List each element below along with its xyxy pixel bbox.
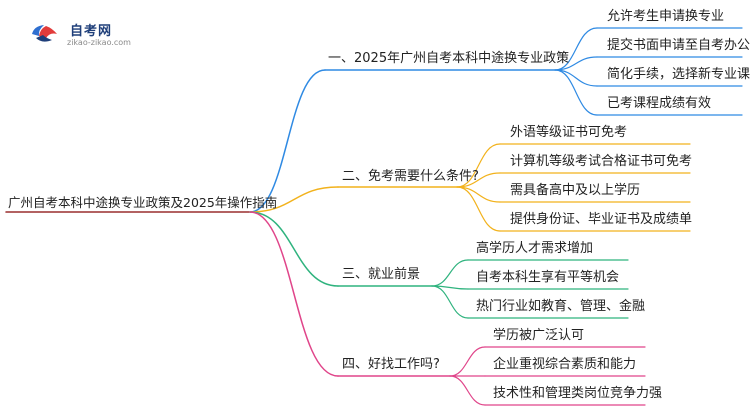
leaf-connector-3-3 [431, 285, 469, 319]
leaf-connector-4-3 [449, 375, 486, 406]
leaf-connector-1-2 [554, 56, 598, 71]
leaf-3-3: 热门行业如教育、管理、金融 [476, 299, 646, 314]
leaf-connector-1-3 [554, 69, 598, 87]
branch-label-4: 四、好找工作吗? [342, 357, 440, 372]
branch-connector-2 [249, 186, 339, 213]
logo-url: zikao-zikao.com [67, 38, 131, 47]
leaf-connector-1-4 [554, 69, 598, 116]
leaf-connector-2-2 [456, 172, 501, 188]
leaf-3-2: 自考本科生享有平等机会 [476, 270, 620, 285]
graduation-cap-icon [32, 25, 57, 42]
branch-connector-4 [249, 211, 339, 377]
leaf-1-3: 简化手续，选择新专业课程 [607, 67, 750, 82]
leaf-4-3: 技术性和管理类岗位竞争力强 [493, 386, 663, 401]
branch-label-2: 二、免考需要什么条件? [342, 169, 479, 184]
leaf-connector-4-1 [449, 346, 486, 377]
leaf-connector-2-1 [456, 143, 501, 188]
leaf-2-1: 外语等级证书可免考 [510, 125, 628, 140]
leaf-2-3: 需具备高中及以上学历 [510, 183, 641, 198]
logo-title: 自考网 [70, 24, 113, 39]
branch-label-3: 三、就业前景 [342, 267, 421, 282]
root-topic: 广州自考本科中途换专业政策及2025年操作指南 [8, 195, 278, 210]
site-logo: 自考网 zikao-zikao.com [30, 20, 180, 50]
leaf-connector-2-4 [456, 186, 501, 232]
branch-label-1: 一、2025年广州自考本科中途换专业政策 [328, 51, 570, 66]
branch-connector-3 [249, 211, 339, 287]
leaf-1-2: 提交书面申请至自考办公室 [607, 38, 750, 53]
branch-connector-1 [249, 69, 326, 213]
leaf-connector-2-3 [456, 186, 501, 203]
leaf-connector-1-1 [554, 27, 598, 71]
leaf-2-2: 计算机等级考试合格证书可免考 [510, 154, 693, 169]
leaf-4-2: 企业重视综合素质和能力 [493, 357, 637, 372]
leaf-1-4: 已考课程成绩有效 [607, 96, 712, 111]
leaf-1-1: 允许考生申请换专业 [607, 9, 725, 24]
leaf-3-1: 高学历人才需求增加 [476, 241, 594, 256]
leaf-2-4: 提供身份证、毕业证书及成绩单 [510, 212, 693, 227]
leaf-4-1: 学历被广泛认可 [493, 328, 585, 343]
leaf-connector-3-1 [431, 259, 469, 287]
